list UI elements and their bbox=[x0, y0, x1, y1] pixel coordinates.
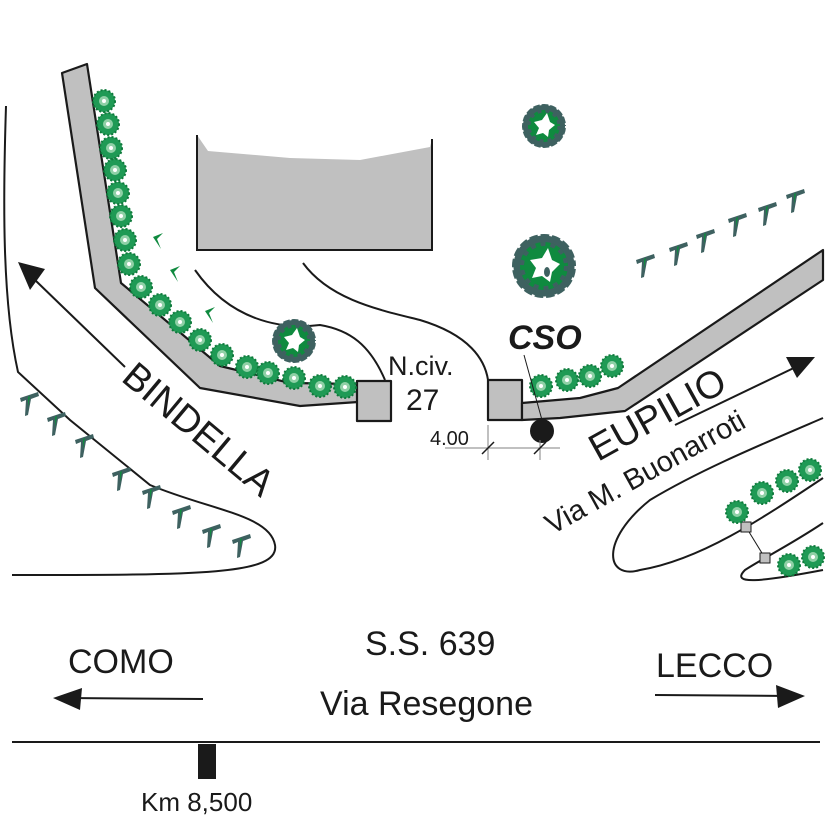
tree-driveway bbox=[270, 317, 318, 365]
tree-top bbox=[520, 102, 568, 150]
civic-number-label: N.civ. bbox=[388, 351, 454, 381]
km-marker-label: Km 8,500 bbox=[141, 787, 252, 817]
gate-pillar-right bbox=[486, 378, 524, 422]
arrow-head-icon bbox=[786, 357, 815, 378]
driveway-right-curve bbox=[302, 262, 489, 381]
conifer-row-right bbox=[636, 189, 805, 278]
dimension-line bbox=[445, 425, 560, 460]
building-outline bbox=[196, 135, 433, 251]
right-boundary-wall bbox=[520, 248, 825, 422]
arrow-head-icon bbox=[776, 685, 805, 708]
hedge-row-lower-right bbox=[725, 458, 825, 577]
como-arrow bbox=[53, 688, 204, 710]
lower-loop-edge bbox=[740, 522, 824, 582]
main-road-name: Via Resegone bbox=[320, 685, 533, 723]
km-marker-post bbox=[198, 744, 216, 779]
main-road-code: S.S. 639 bbox=[365, 625, 495, 663]
building bbox=[197, 135, 432, 250]
cso-leader-line bbox=[523, 354, 543, 421]
lecco-arrow bbox=[654, 685, 805, 708]
driveway-left-curve bbox=[194, 269, 386, 381]
tree-large bbox=[510, 232, 578, 300]
site-code-label: CSO bbox=[508, 319, 582, 357]
site-marker-icon bbox=[530, 419, 554, 443]
buonarroti-street-edge bbox=[612, 417, 824, 573]
arrow-head-icon bbox=[53, 688, 82, 710]
connector-node-lower bbox=[759, 552, 771, 564]
eupilio-arrow bbox=[674, 357, 815, 426]
direction-label-lecco: LECCO bbox=[656, 647, 773, 685]
dimension-label: 4.00 bbox=[430, 428, 469, 450]
arrow-head-icon bbox=[18, 262, 45, 290]
direction-label-como: COMO bbox=[68, 643, 174, 681]
connector-node-upper bbox=[740, 521, 752, 533]
bindella-arrow bbox=[18, 262, 126, 368]
gate-pillar-left bbox=[355, 379, 393, 423]
civic-number-value: 27 bbox=[406, 384, 439, 417]
bindella-street-edge bbox=[3, 105, 277, 576]
